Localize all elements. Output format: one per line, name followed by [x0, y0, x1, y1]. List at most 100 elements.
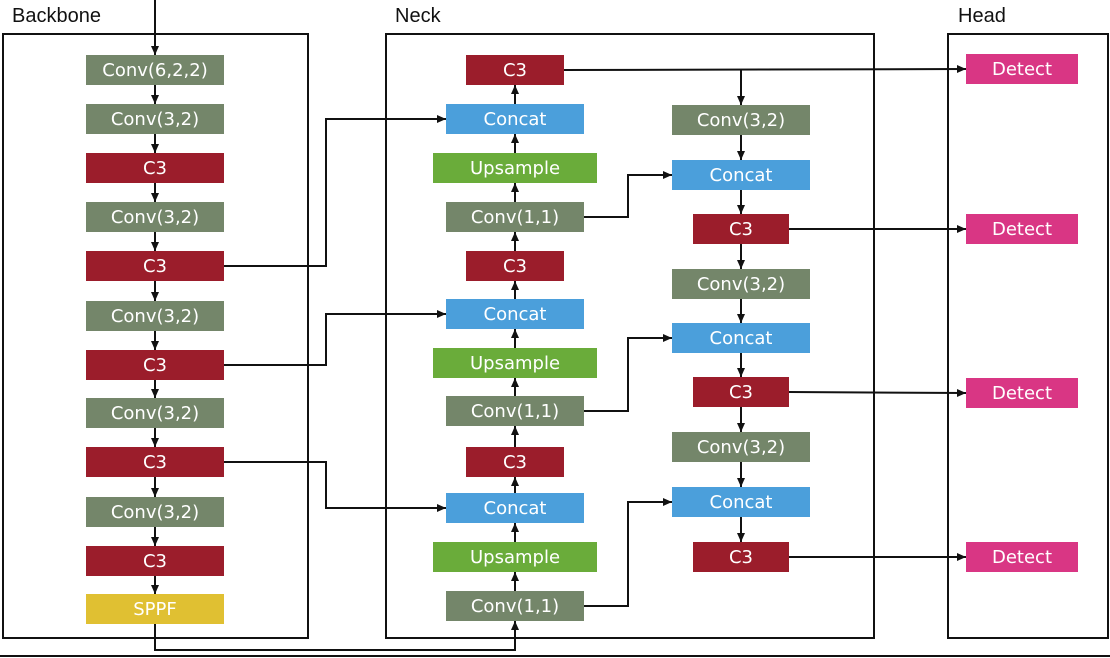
- backbone-c3-block-5: C3: [86, 251, 224, 281]
- head-detect-block-4: Detect: [966, 542, 1078, 572]
- neck-down-c3-block-9: C3: [693, 542, 789, 572]
- neck-down-concat-block-2-box: [672, 160, 810, 190]
- neck-up-c3-block-1-label: C3: [503, 60, 527, 81]
- neck-up-conv-block-12-label: Conv(1,1): [471, 596, 559, 617]
- backbone-c3-block-11: C3: [86, 546, 224, 576]
- backbone-c3-block-5-label: C3: [143, 256, 167, 277]
- neck-up-concat-block-6: Concat: [446, 299, 584, 329]
- neck-up-concat-block-10-label: Concat: [484, 498, 547, 519]
- connector-26: [224, 310, 446, 366]
- neck-down-concat-block-8: Concat: [672, 487, 810, 517]
- neck-up-upsample-block-11-box: [433, 542, 597, 572]
- neck-down-conv-block-7: Conv(3,2): [672, 432, 810, 462]
- neck-down-concat-block-2: Concat: [672, 160, 810, 190]
- neck-up-conv-block-4: Conv(1,1): [446, 202, 584, 232]
- neck-up-c3-block-5-box: [466, 251, 564, 281]
- backbone-conv-block-10: Conv(3,2): [86, 497, 224, 527]
- backbone-c3-block-3: C3: [86, 153, 224, 183]
- neck-up-upsample-block-7: Upsample: [433, 348, 597, 378]
- neck-up-conv-block-8: Conv(1,1): [446, 396, 584, 426]
- backbone-conv-block-2: Conv(3,2): [86, 104, 224, 134]
- backbone-c3-block-9-box: [86, 447, 224, 477]
- backbone-conv-block-6-label: Conv(3,2): [111, 306, 199, 327]
- backbone-title: Backbone: [12, 5, 101, 27]
- neck-up-upsample-block-11-label: Upsample: [470, 547, 560, 568]
- neck-down-conv-block-7-label: Conv(3,2): [697, 437, 785, 458]
- neck-down-conv-block-4: Conv(3,2): [672, 269, 810, 299]
- backbone-conv-block-4-box: [86, 202, 224, 232]
- neck-down-concat-block-5-label: Concat: [710, 328, 773, 349]
- neck-up-upsample-block-3: Upsample: [433, 153, 597, 183]
- neck-down-conv-block-1: Conv(3,2): [672, 105, 810, 135]
- neck-down-c3-block-3-box: [693, 214, 789, 244]
- neck-up-conv-block-12: Conv(1,1): [446, 591, 584, 621]
- neck-up-c3-block-9: C3: [466, 447, 564, 477]
- backbone-c3-block-7-box: [86, 350, 224, 380]
- backbone-c3-block-11-box: [86, 546, 224, 576]
- backbone-c3-block-5-box: [86, 251, 224, 281]
- neck-down-c3-block-6-box: [693, 377, 789, 407]
- neck-up-c3-block-1: C3: [466, 55, 564, 85]
- backbone-c3-block-11-label: C3: [143, 551, 167, 572]
- connector-27: [224, 461, 446, 512]
- neck-down-conv-block-7-box: [672, 432, 810, 462]
- backbone-sppf-block-12-box: [86, 594, 224, 624]
- neck-down-c3-block-6: C3: [693, 377, 789, 407]
- blocks-layer: Conv(6,2,2)Conv(3,2)C3Conv(3,2)C3Conv(3,…: [86, 54, 1078, 624]
- neck-down-c3-block-3-label: C3: [729, 219, 753, 240]
- backbone-conv-block-8: Conv(3,2): [86, 398, 224, 428]
- neck-down-c3-block-3: C3: [693, 214, 789, 244]
- neck-down-conv-block-4-label: Conv(3,2): [697, 274, 785, 295]
- backbone-sppf-block-12: SPPF: [86, 594, 224, 624]
- neck-down-c3-block-9-label: C3: [729, 547, 753, 568]
- backbone-conv-block-2-box: [86, 104, 224, 134]
- connection-lines: [151, 0, 967, 651]
- neck-down-c3-block-9-box: [693, 542, 789, 572]
- neck-up-concat-block-2: Concat: [446, 104, 584, 134]
- backbone-conv-block-1-box: [86, 55, 224, 85]
- head-detect-block-4-label: Detect: [992, 547, 1052, 568]
- connector-28: [584, 171, 672, 218]
- connector-25: [224, 115, 446, 267]
- neck-down-c3-block-6-label: C3: [729, 382, 753, 403]
- head-detect-block-2: Detect: [966, 214, 1078, 244]
- backbone-sppf-block-12-label: SPPF: [133, 599, 177, 620]
- backbone-conv-block-10-box: [86, 497, 224, 527]
- connector-31: [563, 65, 967, 74]
- backbone-conv-block-8-box: [86, 398, 224, 428]
- neck-up-concat-block-2-label: Concat: [484, 109, 547, 130]
- neck-up-conv-block-12-box: [446, 591, 584, 621]
- neck-up-upsample-block-7-box: [433, 348, 597, 378]
- backbone-conv-block-10-label: Conv(3,2): [111, 502, 199, 523]
- head-detect-block-1-label: Detect: [992, 59, 1052, 80]
- backbone-c3-block-3-label: C3: [143, 158, 167, 179]
- connector-13: [154, 621, 519, 651]
- neck-down-concat-block-5-box: [672, 323, 810, 353]
- neck-up-conv-block-8-box: [446, 396, 584, 426]
- neck-up-c3-block-5-label: C3: [503, 256, 527, 277]
- backbone-conv-block-1-label: Conv(6,2,2): [102, 60, 208, 81]
- connector-30: [584, 498, 672, 607]
- neck-down-concat-block-2-label: Concat: [710, 165, 773, 186]
- backbone-c3-block-3-box: [86, 153, 224, 183]
- neck-down-conv-block-1-label: Conv(3,2): [697, 110, 785, 131]
- neck-down-conv-block-1-box: [672, 105, 810, 135]
- backbone-c3-block-7: C3: [86, 350, 224, 380]
- neck-up-upsample-block-3-box: [433, 153, 597, 183]
- neck-up-concat-block-6-box: [446, 299, 584, 329]
- neck-up-upsample-block-11: Upsample: [433, 542, 597, 572]
- neck-down-concat-block-8-label: Concat: [710, 492, 773, 513]
- neck-up-conv-block-4-label: Conv(1,1): [471, 207, 559, 228]
- neck-down-conv-block-4-box: [672, 269, 810, 299]
- backbone-conv-block-2-label: Conv(3,2): [111, 109, 199, 130]
- neck-up-c3-block-9-label: C3: [503, 452, 527, 473]
- head-detect-block-1-box: [966, 54, 1078, 84]
- neck-up-c3-block-5: C3: [466, 251, 564, 281]
- head-detect-block-3: Detect: [966, 378, 1078, 408]
- neck-up-upsample-block-7-label: Upsample: [470, 353, 560, 374]
- neck-up-conv-block-8-label: Conv(1,1): [471, 401, 559, 422]
- backbone-conv-block-6-box: [86, 301, 224, 331]
- backbone-conv-block-6: Conv(3,2): [86, 301, 224, 331]
- connector-29: [584, 334, 672, 412]
